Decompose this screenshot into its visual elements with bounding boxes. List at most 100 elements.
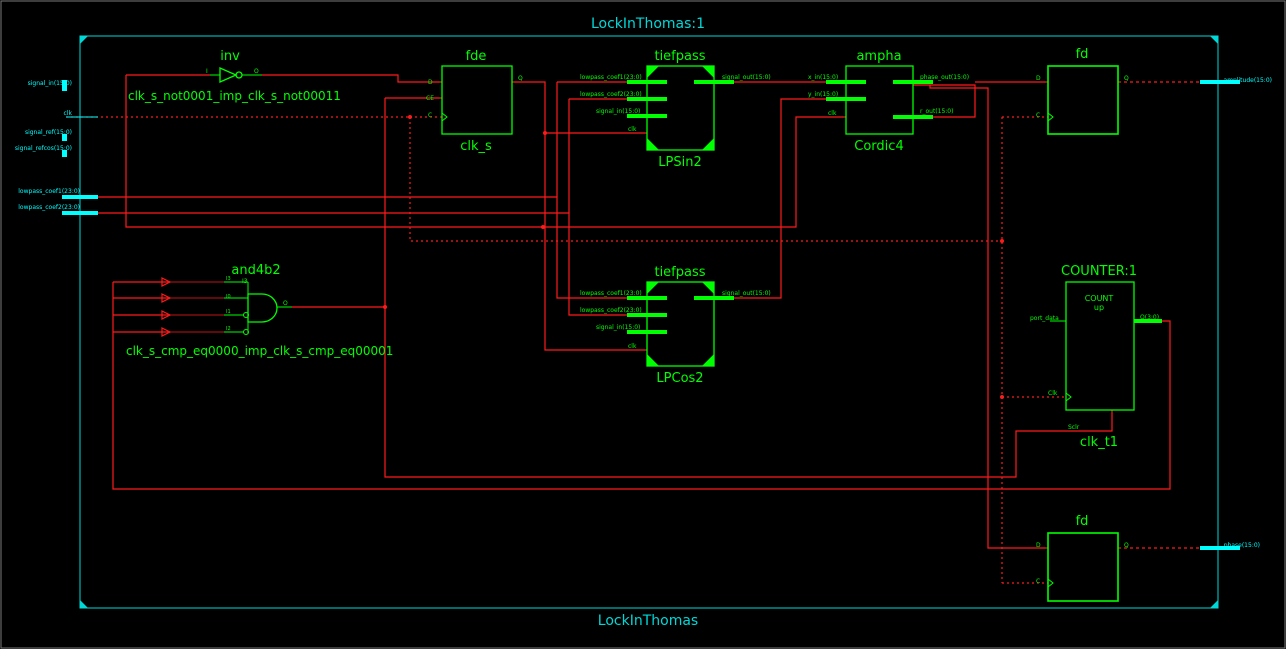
ampha-pin-y: y_in(15:0) xyxy=(808,91,838,98)
frame-title-top: LockInThomas:1 xyxy=(591,16,705,32)
fd-bottom-pin-d: D xyxy=(1036,542,1041,549)
and4b2-pin-i2: I2 xyxy=(226,326,231,332)
and4b2-pin-i3: I3 xyxy=(226,276,231,282)
port-signal-refcos[interactable] xyxy=(62,150,67,157)
inv-block[interactable]: inv I O clk_s_not0001_imp_clk_s_not00011 xyxy=(128,49,341,103)
fde-pin-c: C xyxy=(428,112,432,119)
fde-block[interactable]: fde D CE C Q clk_s xyxy=(426,49,523,154)
counter-inner-title: COUNT xyxy=(1085,294,1114,303)
lpsin-body xyxy=(646,65,715,151)
lpcos-corner-tr xyxy=(702,282,714,294)
port-lowpass-coef2[interactable] xyxy=(62,211,98,215)
lpsin-pin-out: signal_out(15:0) xyxy=(722,74,771,81)
net-fde-q[interactable] xyxy=(512,81,647,351)
fde-clock-mark xyxy=(441,112,448,122)
fd-top-body xyxy=(1047,65,1119,135)
port-signal-ref[interactable] xyxy=(62,134,67,141)
lpsin-corner-tr xyxy=(702,66,714,78)
lpcos-bus-sigin xyxy=(627,330,667,334)
ampha-pin-clk: clk xyxy=(828,110,837,117)
ampha-bus-x xyxy=(826,80,866,84)
ampha-pin-x: x_in(15:0) xyxy=(808,74,838,81)
fde-pin-q: Q xyxy=(518,75,523,82)
lpsin-instance-label: LPSin2 xyxy=(658,155,701,170)
frame-corner-br xyxy=(1210,600,1218,608)
net-lpcos-out[interactable] xyxy=(714,98,846,299)
port-phase[interactable] xyxy=(1200,546,1240,550)
lpcos-corner-bl xyxy=(647,354,659,366)
lpsin-pin-clk: clk xyxy=(628,126,637,133)
fd-bottom-pin-c: C xyxy=(1036,578,1040,585)
counter-clock-mark xyxy=(1065,392,1072,402)
left-ports: signal_in(15:0) clk signal_ref(15:0) sig… xyxy=(15,80,98,215)
lpsin-pin-coef2: lowpass_coef2(23:0) xyxy=(580,91,642,98)
net-and-out[interactable] xyxy=(384,98,1113,478)
ampha-bus-r xyxy=(893,115,933,119)
and4b2-bubble-0 xyxy=(243,329,249,335)
top-level-frame[interactable] xyxy=(79,35,1219,609)
inv-pin-in-label: I xyxy=(206,68,208,75)
port-lowpass-coef1[interactable] xyxy=(62,195,98,199)
lpsin-block[interactable]: tiefpass lowpass_coef1(23:0) lowpass_coe… xyxy=(580,49,771,170)
lpsin-corner-tl xyxy=(647,66,659,78)
counter-instance-label: clk_t1 xyxy=(1080,435,1118,450)
lpcos-block[interactable]: tiefpass lowpass_coef1(23:0) lowpass_coe… xyxy=(580,265,771,386)
frame-corner-tl xyxy=(80,36,88,44)
counter-pin-clk: Clk xyxy=(1048,390,1058,397)
inv-type-label: inv xyxy=(220,49,240,64)
fd-bottom-body xyxy=(1047,532,1119,602)
fd-bottom-block[interactable]: fd D C Q xyxy=(1036,514,1129,602)
counter-block[interactable]: COUNTER:1 COUNT up port_data Q(3:0) Clk … xyxy=(1030,264,1162,450)
net-cordic-r[interactable] xyxy=(913,84,976,118)
and4b2-pin-i0: I0 xyxy=(226,294,231,300)
net-coef2-cos[interactable] xyxy=(98,212,647,316)
port-label-signal-ref: signal_ref(15:0) xyxy=(25,129,72,136)
lpsin-bus-out xyxy=(694,80,734,84)
net-clk-branch[interactable] xyxy=(409,117,1002,242)
port-label-amplitude: amplitude(15:0) xyxy=(1224,77,1272,84)
ampha-pin-r: r_out(15:0) xyxy=(920,108,953,115)
lpsin-bus-coef2 xyxy=(627,97,667,101)
net-coef1-cos[interactable] xyxy=(98,196,647,299)
lpsin-pin-coef1: lowpass_coef1(23:0) xyxy=(580,74,642,81)
fd-top-pin-q: Q xyxy=(1124,75,1129,82)
and4b2-block[interactable]: and4b2 I3 I0 I1 I2 I3 O clk_s_cmp_eq0000… xyxy=(126,263,393,358)
fd-top-block[interactable]: fd D C Q xyxy=(1036,47,1129,135)
lpsin-corner-br xyxy=(702,138,714,150)
fde-body xyxy=(441,65,513,135)
port-label-clk: clk xyxy=(64,110,73,117)
junctions xyxy=(383,115,1004,399)
lpcos-bus-coef2 xyxy=(627,313,667,317)
frame-corner-tr xyxy=(1210,36,1218,44)
counter-inner-direction: up xyxy=(1094,303,1104,312)
counter-body xyxy=(1065,281,1135,411)
net-phase[interactable] xyxy=(929,85,1048,549)
fde-pin-ce: CE xyxy=(426,95,434,102)
counter-bus-q xyxy=(1134,319,1162,323)
counter-pin-port-data: port_data xyxy=(1030,315,1059,322)
port-signal-in[interactable] xyxy=(62,80,67,91)
net-clk-s[interactable] xyxy=(125,75,846,228)
fd-top-pin-c: C xyxy=(1036,112,1040,119)
lpcos-bus-out xyxy=(694,296,734,300)
lpsin-type-label: tiefpass xyxy=(654,49,705,64)
frame-title-bottom: LockInThomas xyxy=(598,613,698,629)
and4b2-bubble-1 xyxy=(243,312,249,318)
lpcos-type-label: tiefpass xyxy=(654,265,705,280)
counter-pin-sclr: Sclr xyxy=(1068,424,1080,431)
lpcos-corner-br xyxy=(702,354,714,366)
net-inv-out[interactable] xyxy=(262,74,442,83)
ampha-block[interactable]: ampha x_in(15:0) y_in(15:0) clk phase_ou… xyxy=(808,49,969,154)
frame-corner-bl xyxy=(80,600,88,608)
lpcos-pin-clk: clk xyxy=(628,343,637,350)
port-amplitude[interactable] xyxy=(1200,80,1240,84)
fd-bottom-pin-q: Q xyxy=(1124,542,1129,549)
fd-top-clock-mark xyxy=(1047,112,1054,122)
lpcos-pin-coef1: lowpass_coef1(23:0) xyxy=(580,290,642,297)
port-label-lowpass-coef2: lowpass_coef2(23:0) xyxy=(18,204,80,211)
lpcos-instance-label: LPCos2 xyxy=(656,371,703,386)
ampha-pin-phase: phase_out(15:0) xyxy=(920,74,969,81)
fd-bottom-clock-mark xyxy=(1047,578,1054,588)
